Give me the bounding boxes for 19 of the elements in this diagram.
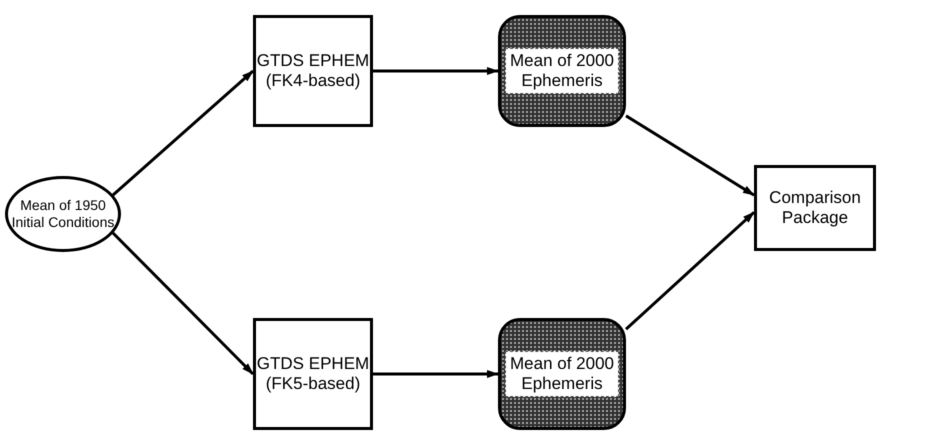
node-label: Mean of 2000 Ephemeris [505,350,619,398]
arrow [373,67,499,75]
arrow [624,211,756,330]
output-box [498,318,626,430]
arrow [625,114,755,196]
process-box [253,15,373,127]
arrow [373,370,499,378]
process-box [253,318,373,430]
arrow [112,232,254,376]
node-label: GTDS EPHEM [256,354,370,374]
node-label: Comparison Package [768,188,862,228]
node-label: (FK4-based) [266,71,360,92]
node-label: Mean of 1950 Initial Conditions [11,197,115,231]
node-label: GTDS EPHEM [256,50,370,71]
node-label: Mean of 2000 Ephemeris [505,48,619,94]
node-label: (FK5-based) [266,374,360,394]
output-box [498,15,626,127]
process-box [754,165,876,251]
arrow [112,70,254,196]
